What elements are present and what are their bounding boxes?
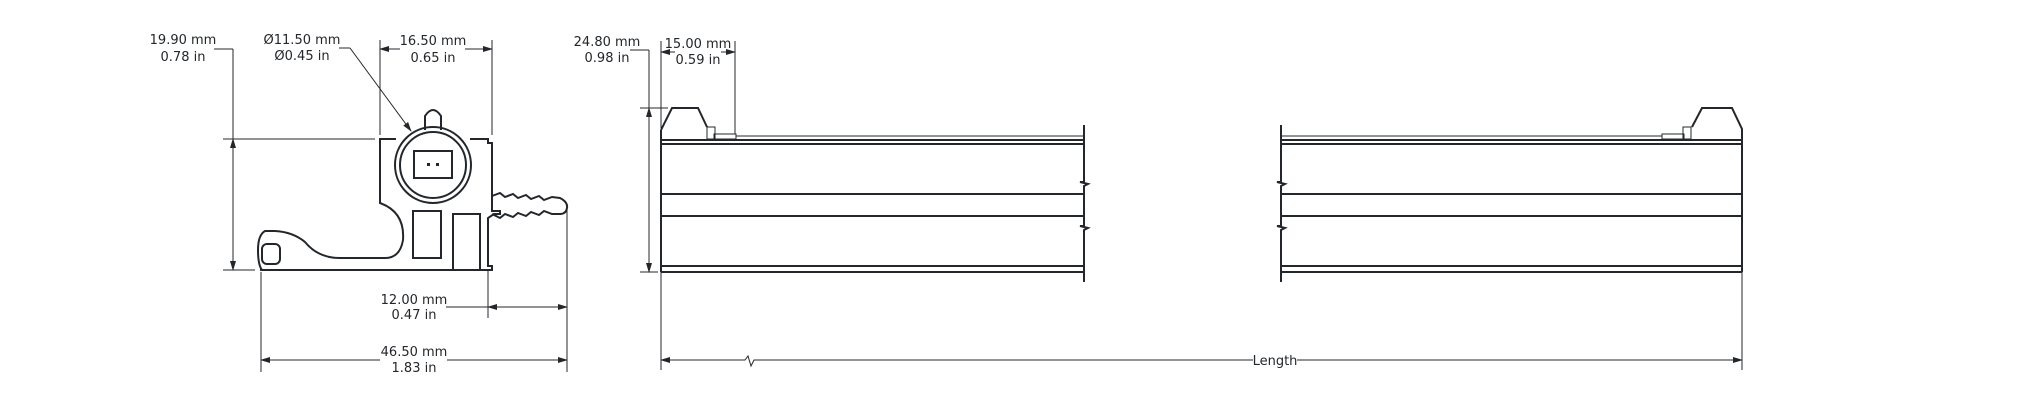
dim-height-mm: 19.90 mm: [150, 33, 217, 48]
dim-diameter-in: Ø0.45 in: [274, 49, 329, 64]
dim-barb-mm: 12.00 mm: [381, 293, 448, 308]
dim-length: Length: [660, 272, 1743, 370]
dim-top-width-mm: 16.50 mm: [400, 34, 467, 49]
dim-height-side: 24.80 mm 0.98 in: [574, 35, 668, 273]
dim-total-width-mm: 46.50 mm: [381, 345, 448, 360]
dim-barb: 12.00 mm 0.47 in: [381, 210, 568, 372]
dim-total-width-in: 1.83 in: [392, 361, 437, 376]
dim-cap-mm: 15.00 mm: [665, 37, 732, 52]
dim-diameter-mm: Ø11.50 mm: [264, 33, 341, 48]
dim-height-in: 0.78 in: [161, 50, 206, 65]
dim-top-width-in: 0.65 in: [411, 51, 456, 66]
dim-cap-width: 15.00 mm 0.59 in: [660, 37, 736, 134]
side-view-left-segment: [660, 107, 1091, 282]
end-view-profile: [256, 109, 569, 271]
dim-top-width: 16.50 mm 0.65 in: [379, 34, 493, 135]
dim-barb-in: 0.47 in: [392, 308, 437, 323]
dim-height-end: 19.90 mm 0.78 in: [150, 33, 375, 271]
length-label: Length: [1253, 354, 1298, 369]
dim-total-width: 46.50 mm 1.83 in: [260, 272, 568, 376]
dim-side-height-in: 0.98 in: [585, 51, 630, 66]
side-view-right-segment: [1276, 107, 1743, 282]
dim-diameter: Ø11.50 mm Ø0.45 in: [264, 33, 412, 132]
dim-side-height-mm: 24.80 mm: [574, 35, 641, 50]
dim-cap-in: 0.59 in: [676, 53, 721, 68]
